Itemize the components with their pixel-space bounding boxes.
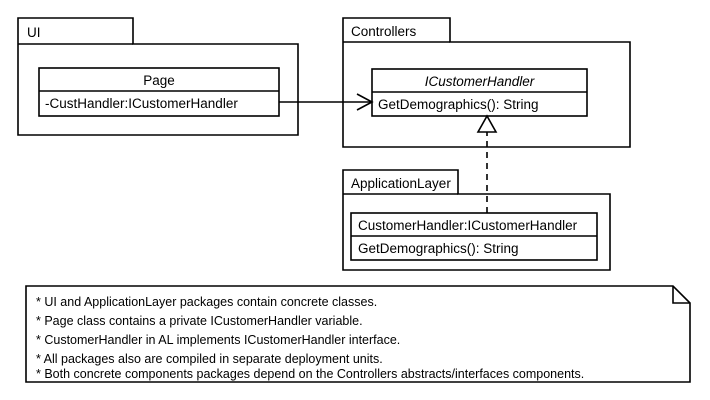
package-ui[interactable]: UI Page -CustHandler:ICustomerHandler [17, 17, 299, 136]
note-folded-corner-icon [672, 286, 690, 304]
class-page[interactable]: Page -CustHandler:ICustomerHandler [38, 67, 280, 117]
note-line-1: * Page class contains a private ICustome… [36, 314, 363, 328]
package-applicationlayer[interactable]: ApplicationLayer CustomerHandler:ICustom… [342, 169, 611, 271]
package-applicationlayer-outline [342, 169, 611, 271]
class-page-name: Page [143, 73, 175, 88]
class-icustomerhandler[interactable]: ICustomerHandler GetDemographics(): Stri… [371, 68, 588, 117]
class-page-member-0: -CustHandler:ICustomerHandler [45, 96, 238, 111]
package-controllers[interactable]: Controllers ICustomerHandler GetDemograp… [342, 17, 631, 148]
relationship-customerhandler-realizes-interface[interactable] [476, 114, 498, 213]
note-outline [25, 285, 691, 383]
package-controllers-outline [342, 17, 631, 148]
class-customerhandler[interactable]: CustomerHandler:ICustomerHandler GetDemo… [350, 212, 598, 261]
class-icustomerhandler-name: ICustomerHandler [425, 74, 535, 89]
package-ui-outline [17, 17, 299, 136]
package-controllers-label: Controllers [351, 24, 417, 39]
package-ui-label: UI [27, 25, 41, 40]
note-line-0: * UI and ApplicationLayer packages conta… [36, 295, 377, 309]
association-open-arrowhead [356, 93, 374, 111]
class-icustomerhandler-member-0: GetDemographics(): String [378, 97, 539, 112]
note-line-4: * Both concrete components packages depe… [36, 367, 584, 381]
class-customerhandler-member-0: GetDemographics(): String [358, 241, 519, 256]
class-customerhandler-name: CustomerHandler:ICustomerHandler [358, 218, 578, 233]
package-applicationlayer-label: ApplicationLayer [351, 176, 451, 191]
class-page-box [38, 67, 280, 117]
relationship-page-uses-interface[interactable] [279, 93, 374, 111]
note-line-2: * CustomerHandler in AL implements ICust… [36, 333, 400, 347]
diagram-note[interactable]: * UI and ApplicationLayer packages conta… [25, 285, 691, 383]
note-line-3: * All packages also are compiled in sepa… [36, 352, 383, 366]
realization-hollow-triangle [476, 114, 498, 133]
